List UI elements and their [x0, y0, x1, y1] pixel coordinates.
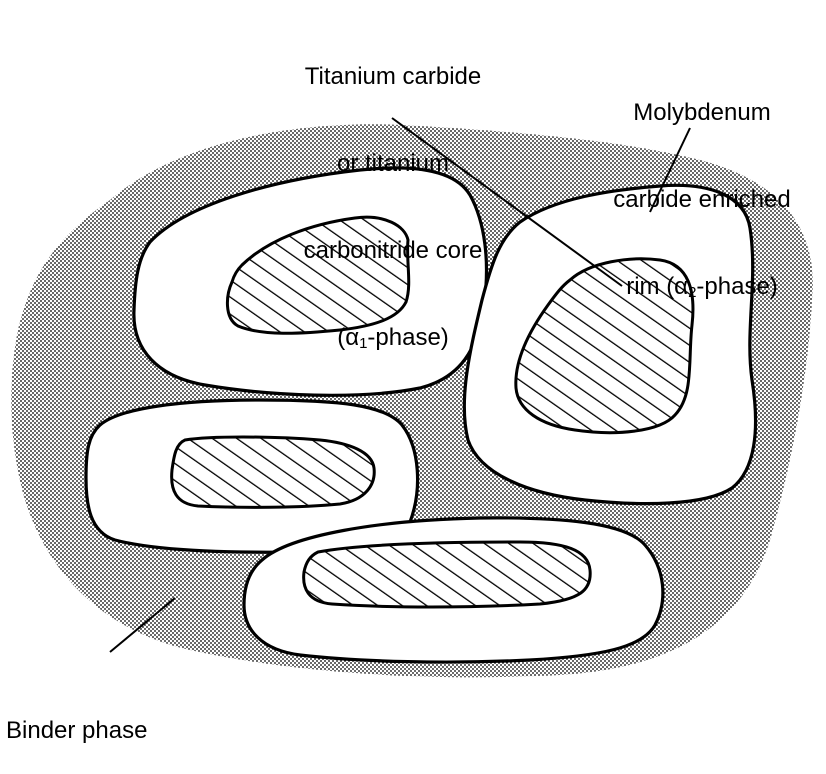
- core-bottom: [304, 542, 591, 607]
- rim-label-line-2: carbide enriched: [586, 185, 818, 214]
- binder-label-line-1: Binder phase: [6, 716, 206, 745]
- core-label: Titanium carbide or titanium carbonitrid…: [248, 4, 538, 381]
- core-label-line-1: Titanium carbide: [248, 62, 538, 91]
- core-label-line-3: carbonitride core: [248, 236, 538, 265]
- grain-bottom: [244, 518, 663, 662]
- core-label-line-4: (α1-phase): [248, 323, 538, 352]
- rim-label: Molybdenum carbide enriched rim (α2-phas…: [586, 40, 818, 330]
- rim-label-line-1: Molybdenum: [586, 98, 818, 127]
- core-middle-left: [172, 437, 375, 507]
- binder-label: Binder phase: [6, 658, 206, 774]
- core-label-line-2: or titanium: [248, 149, 538, 178]
- rim-label-line-3: rim (α2-phase): [586, 272, 818, 301]
